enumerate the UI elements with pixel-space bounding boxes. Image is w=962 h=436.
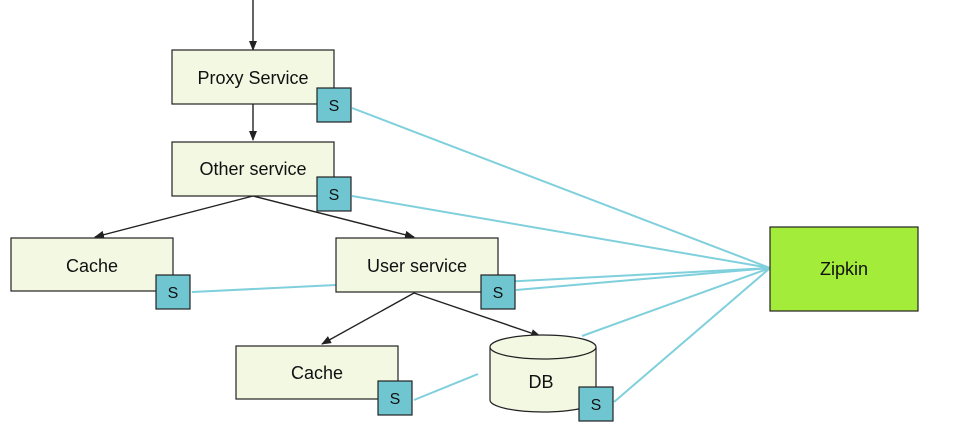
arrow-other-to-cache-left (94, 195, 254, 239)
trace-line-db-upper (581, 267, 771, 337)
other-service-span-badge[interactable]: S (316, 176, 352, 212)
user-service-node[interactable]: User service (335, 237, 499, 293)
db-cylinder-top (489, 334, 597, 360)
arrow-user-service-to-db (413, 292, 541, 337)
db-span-badge[interactable]: S (578, 386, 614, 422)
trace-line-db-lower (613, 267, 771, 403)
zipkin-label: Zipkin (820, 259, 868, 279)
cache-left-label: Cache (66, 256, 118, 276)
zipkin-node[interactable]: Zipkin (769, 226, 919, 312)
trace-line-proxy-service (351, 107, 771, 269)
trace-line-other-service (351, 195, 771, 269)
cache-left-span-badge[interactable]: S (155, 274, 191, 310)
other-service-label: Other service (199, 159, 306, 179)
cache-bottom-span-badge[interactable]: S (377, 380, 413, 416)
proxy-service-node[interactable]: Proxy Service (171, 49, 335, 105)
trace-line-cache-left (191, 284, 337, 293)
user-service-span-badge-label: S (493, 285, 504, 302)
cache-left-span-badge-label: S (168, 285, 179, 302)
trace-lines (191, 107, 771, 403)
db-label: DB (528, 372, 553, 392)
cache-bottom-span-badge-label: S (390, 391, 401, 408)
cache-left-node[interactable]: Cache (10, 237, 174, 292)
arrow-other-to-user-service (252, 195, 415, 239)
other-service-node[interactable]: Other service (171, 141, 335, 197)
cache-bottom-label: Cache (291, 363, 343, 383)
db-span-badge-label: S (591, 397, 602, 414)
trace-line-cache-bottom (413, 373, 479, 401)
user-service-span-badge[interactable]: S (480, 274, 516, 310)
trace-line-user-service-upper (499, 267, 771, 283)
user-service-label: User service (367, 256, 467, 276)
proxy-service-span-badge[interactable]: S (316, 87, 352, 123)
trace-line-user-service-lower (515, 267, 771, 291)
other-service-span-badge-label: S (329, 187, 340, 204)
proxy-service-span-badge-label: S (329, 98, 340, 115)
cache-bottom-node[interactable]: Cache (235, 345, 399, 400)
call-arrows (94, 0, 541, 345)
db-node[interactable]: DB (489, 334, 597, 413)
arrow-user-service-to-cache-bottom (321, 292, 415, 345)
proxy-service-label: Proxy Service (197, 68, 308, 88)
